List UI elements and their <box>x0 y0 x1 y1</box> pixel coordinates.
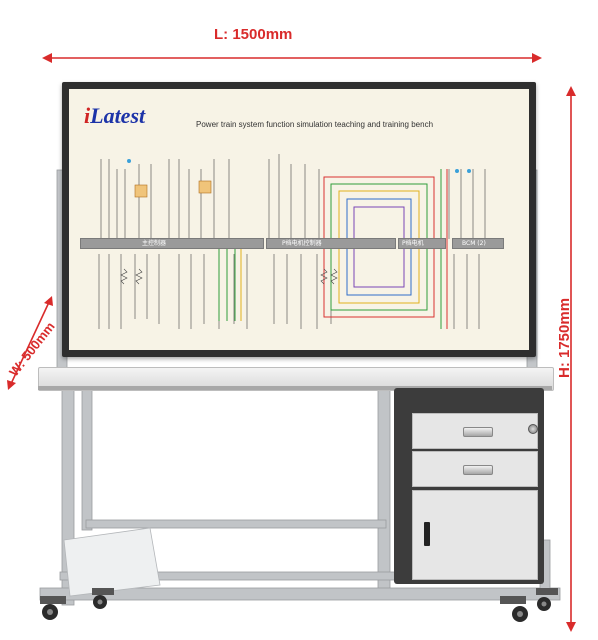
drawer-handle-icon[interactable] <box>463 465 493 475</box>
p-gear-motor-module <box>398 238 446 249</box>
caster-wheel-icon <box>40 596 66 620</box>
cabinet-door[interactable] <box>412 490 538 580</box>
top-drawer[interactable] <box>412 413 538 449</box>
length-dimension-label: L: 1500mm <box>214 26 293 43</box>
brand-logo-prefix: i <box>84 103 91 128</box>
p-gear-controller-label: P档电机控制器 <box>282 240 322 247</box>
lower-shelf-tray <box>63 527 161 597</box>
height-dimension-label: H: 1750mm <box>556 297 573 378</box>
bcm-module <box>452 238 504 249</box>
tabletop-edge <box>38 386 552 390</box>
caster-wheel-icon <box>92 588 114 609</box>
board-title: Power train system function simulation t… <box>196 120 434 129</box>
drawer-handle-icon[interactable] <box>463 427 493 437</box>
p-gear-motor-label: P档电机 <box>402 240 424 247</box>
p-gear-controller-module <box>266 238 396 249</box>
door-handle-icon[interactable] <box>424 522 430 546</box>
schematic-panel <box>69 89 529 350</box>
length-dimension-arrow <box>42 53 542 63</box>
middle-drawer[interactable] <box>412 451 538 487</box>
lock-icon[interactable] <box>528 424 538 434</box>
caster-wheel-icon <box>500 596 528 622</box>
brand-logo: iLatest <box>84 103 145 129</box>
brand-logo-text: Latest <box>90 103 146 128</box>
main-controller-module <box>80 238 264 249</box>
bcm-label: BCM (2) <box>462 240 486 247</box>
caster-wheel-icon <box>536 588 558 611</box>
wiring-diagram <box>98 154 486 329</box>
height-dimension-arrow <box>566 86 576 632</box>
main-controller-label: 主控制器 <box>142 240 167 247</box>
bench-lower-frame <box>39 389 561 606</box>
width-dimension-arrow <box>7 296 53 390</box>
